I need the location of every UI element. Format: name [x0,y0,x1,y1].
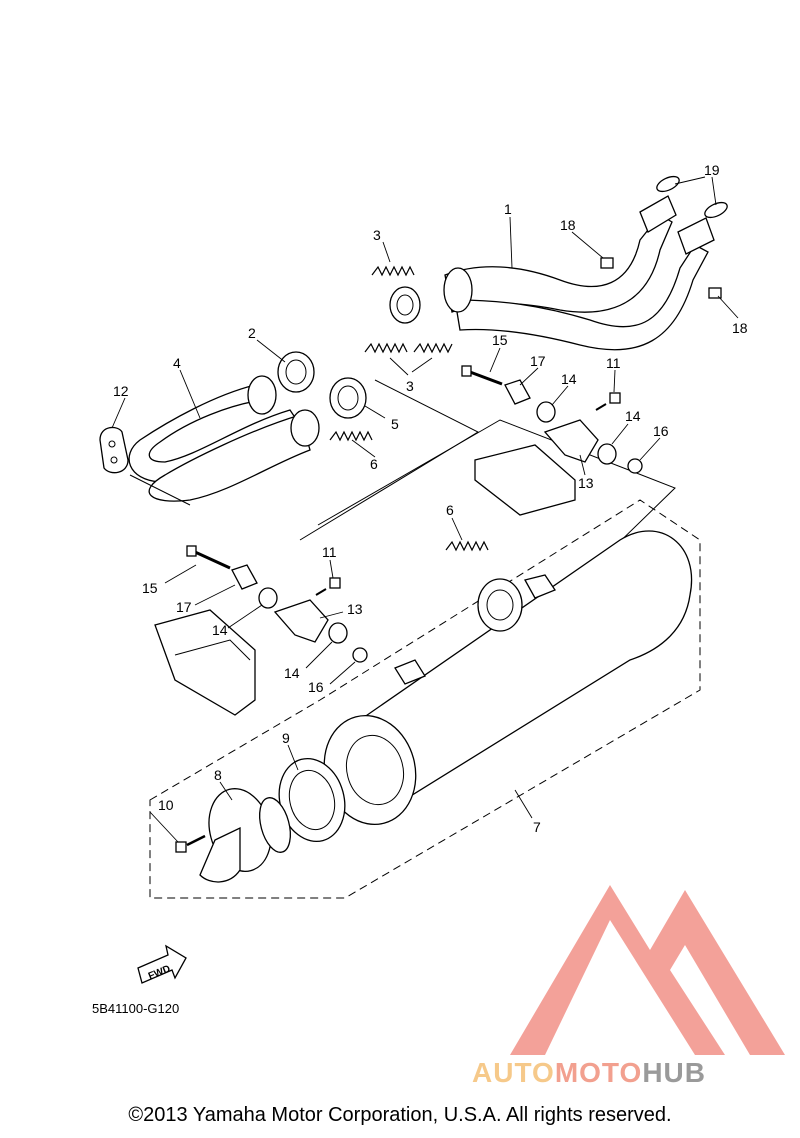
bolt-15 [186,365,503,570]
collar-17 [231,379,531,590]
callout-18: 18 [732,320,748,336]
callout-3: 3 [373,227,381,243]
callout-8: 8 [214,767,222,783]
bolt-11 [315,392,621,596]
exhaust-pipe-1 [389,195,715,351]
leader-lines [111,176,739,843]
callout-5: 5 [391,416,399,432]
watermark-part-moto: MOTO [554,1057,643,1088]
callout-14: 14 [284,665,300,681]
callout-6: 6 [370,456,378,472]
bolt-10 [175,834,206,853]
gasket-5 [329,377,367,419]
callout-19: 19 [704,162,720,178]
spring-3 [364,265,453,354]
callout-labels: 1 2 3 3 4 5 6 6 7 8 9 10 11 11 12 13 13 … [113,162,748,835]
callout-7: 7 [533,819,541,835]
callout-15: 15 [142,580,158,596]
fwd-arrow-icon: FWD [137,944,187,984]
callout-14: 14 [625,408,641,424]
callout-11: 11 [606,355,621,371]
exhaust-pipe-4 [128,375,320,506]
muffler-7 [323,530,693,826]
callout-3: 3 [406,378,414,394]
callout-13: 13 [347,601,363,617]
callout-12: 12 [113,383,129,399]
callout-17: 17 [530,353,546,369]
spring-6 [329,430,489,552]
watermark-part-auto: AUTO [472,1057,555,1088]
bracket-13 [273,419,599,643]
callout-14: 14 [561,371,577,387]
callout-16: 16 [653,423,669,439]
callout-2: 2 [248,325,256,341]
automotohub-watermark-text: AUTOMOTOHUB [472,1057,706,1089]
nut-18 [600,257,722,299]
gasket-2 [277,351,315,393]
callout-11: 11 [322,544,337,560]
callout-10: 10 [158,797,174,813]
callout-4: 4 [173,355,181,371]
callout-9: 9 [282,730,290,746]
automotohub-logo-mark [510,885,785,1055]
callout-6: 6 [446,502,454,518]
muffler-assembly-boundary [149,499,701,899]
callout-14: 14 [212,622,228,638]
reference-outline-upper [299,379,480,541]
callout-1: 1 [504,201,512,217]
damper-12 [99,426,129,474]
copyright-notice: ©2013 Yamaha Motor Corporation, U.S.A. A… [128,1104,672,1126]
frame-section [154,444,576,716]
watermark-part-hub: HUB [642,1057,706,1088]
end-cap-8 [199,788,291,883]
callout-18: 18 [560,217,576,233]
callout-15: 15 [492,332,508,348]
washer-16 [352,458,643,663]
gasket-19 [656,175,728,219]
callout-17: 17 [176,599,192,615]
grommet-14 [258,401,617,644]
callout-16: 16 [308,679,324,695]
diagram-code: 5B41100-G120 [92,1001,180,1016]
callout-13: 13 [578,475,594,491]
